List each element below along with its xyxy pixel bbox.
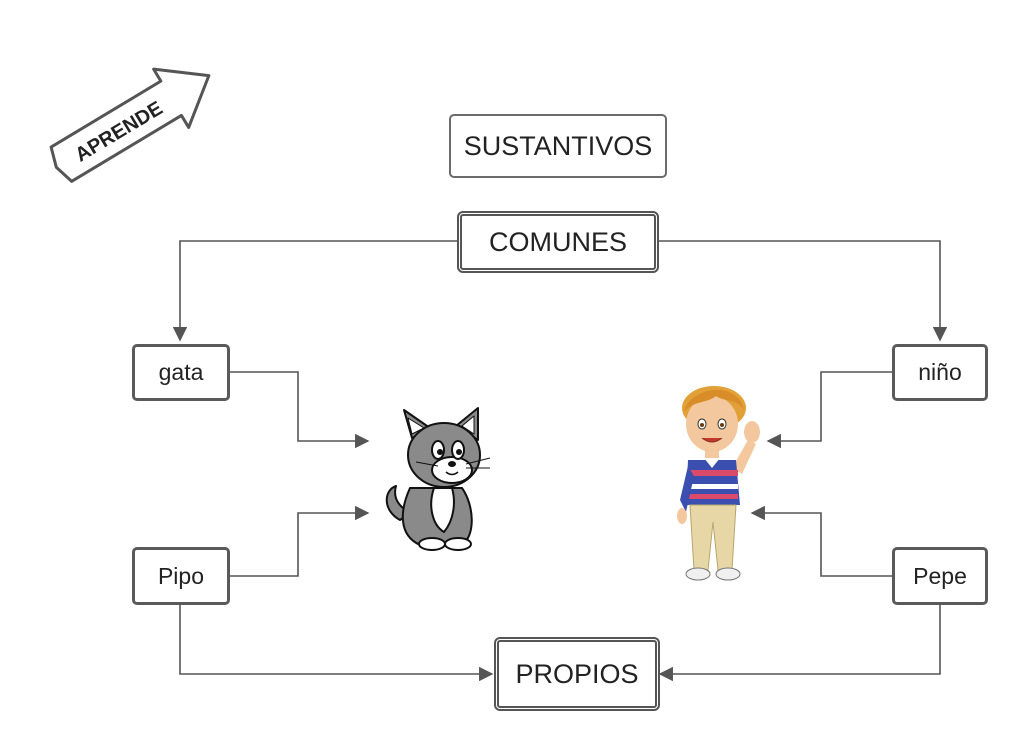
connector-nino-boy bbox=[766, 371, 892, 449]
connector-pepe-boy bbox=[750, 505, 892, 577]
comunes-box: COMUNES bbox=[457, 211, 659, 273]
propios-box: PROPIOS bbox=[494, 637, 660, 711]
propios-label: PROPIOS bbox=[515, 658, 639, 689]
connector-gata-cat bbox=[230, 371, 370, 449]
comunes-label: COMUNES bbox=[488, 226, 627, 257]
gata-label: gata bbox=[158, 359, 204, 385]
connector-pipo-propios bbox=[179, 605, 494, 682]
gata-box: gata bbox=[132, 344, 230, 401]
nino-box: niño bbox=[892, 344, 988, 401]
connector-pepe-propios bbox=[658, 605, 941, 682]
pipo-label: Pipo bbox=[157, 562, 205, 589]
connector-comunes-nino bbox=[658, 240, 948, 342]
pepe-box: Pepe bbox=[892, 547, 988, 605]
badge-arrow-shape bbox=[49, 67, 211, 183]
pipo-box: Pipo bbox=[132, 547, 230, 605]
connector-pipo-cat bbox=[230, 505, 370, 577]
pepe-label: Pepe bbox=[913, 562, 967, 589]
title-box: SUSTANTIVOS bbox=[449, 114, 667, 178]
page-title: SUSTANTIVOS bbox=[463, 130, 653, 161]
connector-comunes-gata bbox=[172, 240, 460, 342]
nino-label: niño bbox=[918, 359, 962, 385]
